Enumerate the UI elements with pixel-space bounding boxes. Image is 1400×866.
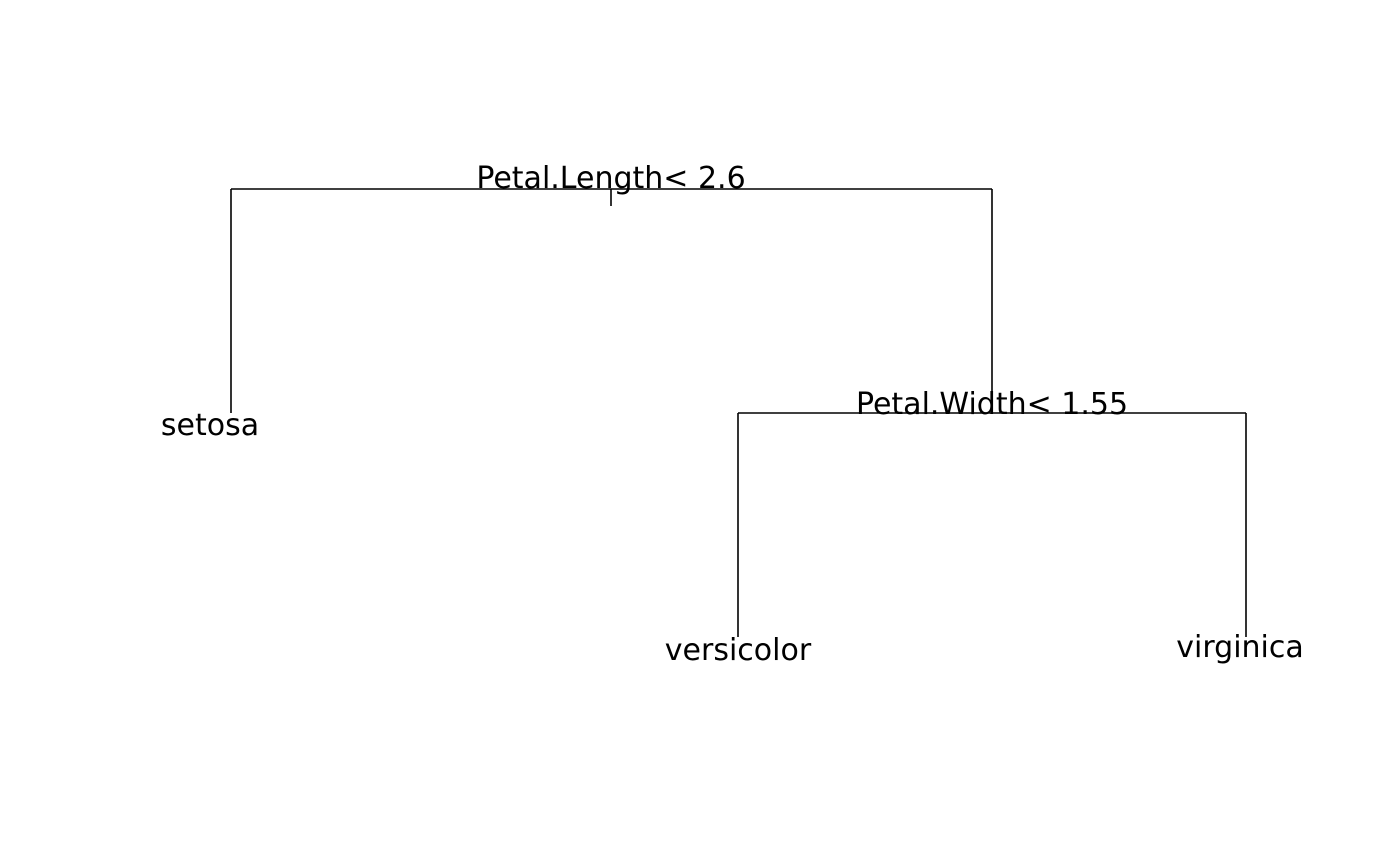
second-split-label: Petal.Width< 1.55	[856, 387, 1128, 422]
leaf-label-setosa: setosa	[161, 408, 259, 443]
leaf-label-versicolor: versicolor	[665, 633, 812, 668]
root-split-label: Petal.Length< 2.6	[476, 161, 745, 196]
leaf-label-virginica: virginica	[1176, 630, 1304, 665]
